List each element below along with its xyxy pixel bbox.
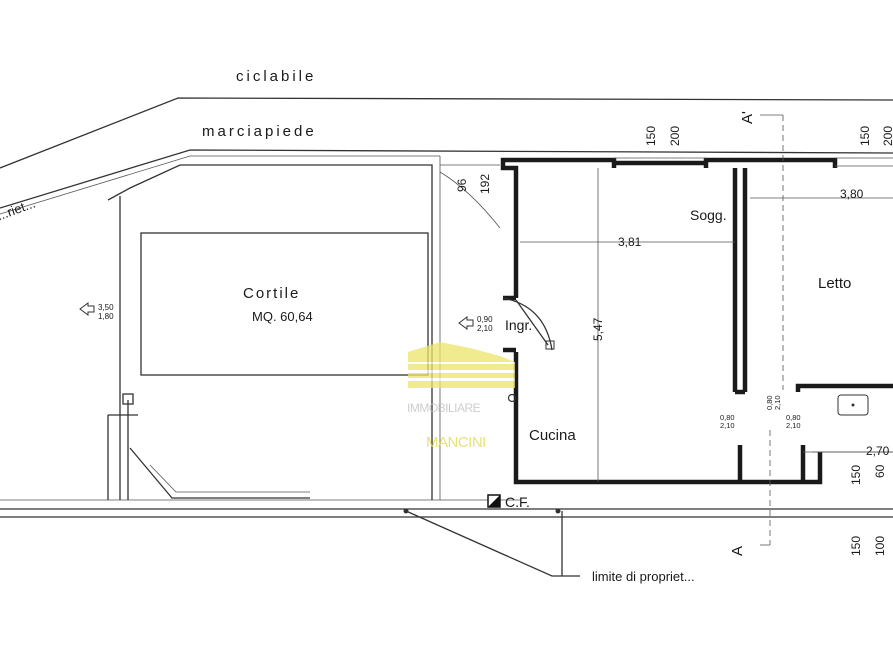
- window-court-a: 96: [455, 178, 469, 192]
- window-top-b: 200: [668, 126, 682, 146]
- door2-height-b: 2,10: [773, 395, 782, 410]
- courtyard: [107, 156, 441, 500]
- boundary-leader: [403, 508, 580, 577]
- door3-height-b: 2,10: [786, 421, 801, 430]
- courtyard-name: Cortile: [243, 285, 300, 302]
- window-top-a: 150: [644, 126, 658, 146]
- kitchen-label: Cucina: [529, 427, 576, 444]
- entrance-label: Ingr.: [505, 317, 532, 333]
- entrance-height-b: 2,10: [477, 324, 493, 333]
- entrance-height-a: 0,90: [477, 315, 493, 324]
- window-bot-b: 60: [873, 464, 887, 478]
- sidewalk-label: marciapiede: [202, 123, 317, 140]
- bike-lane-label: ciclabile: [236, 68, 316, 85]
- door2-height-a: 0,80: [765, 395, 774, 410]
- watermark-line1: IMMOBILIARE: [407, 401, 481, 415]
- section-top-label: A': [739, 111, 756, 124]
- courtyard-height-b: 1,80: [98, 312, 114, 321]
- window-bot-c: 150: [849, 536, 863, 556]
- dimension-lines: [520, 114, 893, 546]
- street-lines: [0, 97, 893, 518]
- watermark-logo: IMMOBILIARE MANCINI: [407, 342, 515, 451]
- courtyard-window: [439, 164, 501, 229]
- entrance-height-marker: 0,90 2,10: [458, 315, 493, 333]
- bath-width-dim: 2,70: [866, 444, 890, 458]
- door1-height-b: 2,10: [720, 421, 735, 430]
- window-bot-a: 150: [849, 465, 863, 485]
- bedroom-width-dim: 3,80: [840, 187, 864, 201]
- courtyard-height-marker: 3,50 1,80: [79, 302, 114, 321]
- entrance-door: [502, 297, 555, 403]
- section-bottom-label: A: [729, 546, 746, 556]
- boundary-label: limite di propriet...: [592, 569, 695, 584]
- courtyard-height-a: 3,50: [98, 303, 114, 312]
- window-top-c: 150: [858, 126, 872, 146]
- bedroom-label: Letto: [818, 275, 851, 292]
- window-court-b: 192: [478, 174, 492, 194]
- door3-height-a: 0,80: [786, 413, 801, 422]
- living-label: Sogg.: [690, 207, 727, 223]
- boundary-left-label: ...riet...: [0, 196, 37, 224]
- apartment-walls: [500, 157, 893, 485]
- kitchen-depth-dim: 5,47: [591, 317, 605, 341]
- sink-icon: [837, 394, 869, 416]
- window-top-d: 200: [881, 126, 893, 146]
- watermark-line2: MANCINI: [426, 434, 486, 451]
- courtyard-area: MQ. 60,64: [252, 309, 313, 324]
- window-bot-d: 100: [873, 536, 887, 556]
- door1-height-a: 0,80: [720, 413, 735, 422]
- kitchen-width-dim: 3,81: [618, 235, 642, 249]
- meter-label: C.F.: [505, 494, 530, 510]
